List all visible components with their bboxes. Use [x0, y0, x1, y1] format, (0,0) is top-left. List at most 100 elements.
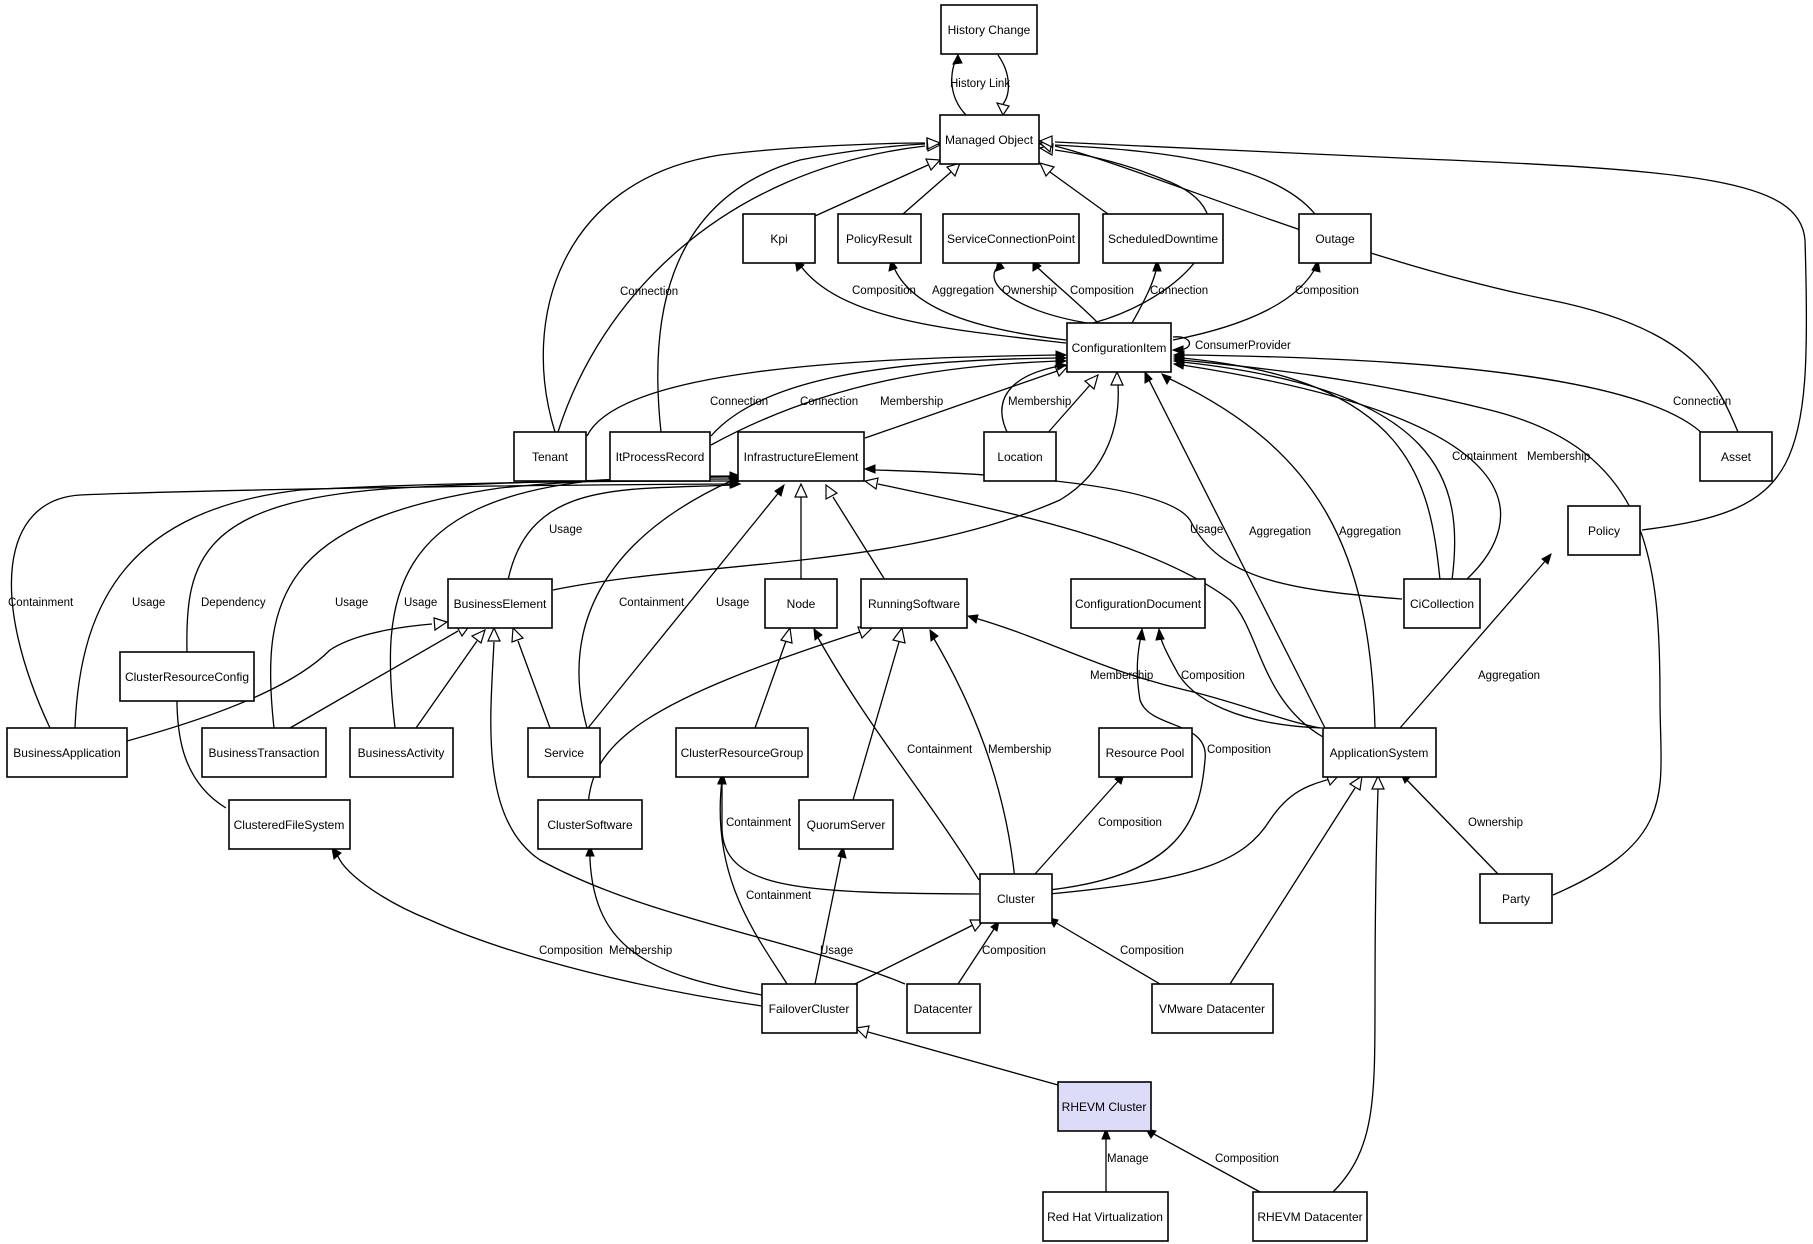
- class-node-service-connection-point[interactable]: ServiceConnectionPoint: [942, 213, 1080, 264]
- svg-text:Cluster: Cluster: [997, 892, 1035, 906]
- class-node-history-change[interactable]: History Change: [940, 4, 1038, 55]
- class-node-cluster-resource-config[interactable]: ClusterResourceConfig: [119, 651, 255, 702]
- edge-clusterresourcegroup-to-node: [754, 640, 787, 729]
- svg-text:Red Hat Virtualization: Red Hat Virtualization: [1047, 1210, 1163, 1224]
- class-node-scheduled-downtime[interactable]: ScheduledDowntime: [1102, 213, 1224, 264]
- svg-text:RunningSoftware: RunningSoftware: [868, 597, 960, 611]
- edge-service-to-businesselement: [517, 640, 551, 729]
- edge-party-to-applicationsystem: [1404, 777, 1499, 875]
- arrow-head-filled: [1144, 370, 1153, 384]
- edge-label-usage: Usage: [549, 524, 582, 536]
- arrow-head-open: [433, 617, 449, 632]
- edge-label-composition: Composition: [539, 945, 603, 957]
- arrow-head-filled: [1101, 1127, 1111, 1140]
- edge-cicollection-to-configurationitem-membership: [1181, 364, 1502, 581]
- class-node-business-transaction[interactable]: BusinessTransaction: [201, 727, 327, 778]
- arrow-head-open: [891, 626, 906, 644]
- svg-text:ClusterResourceGroup: ClusterResourceGroup: [681, 746, 804, 760]
- class-node-vmware-datacenter[interactable]: VMware Datacenter: [1151, 983, 1274, 1034]
- svg-text:Kpi: Kpi: [770, 232, 787, 246]
- svg-text:InfrastructureElement: InfrastructureElement: [744, 450, 859, 464]
- edge-asset-to-configurationitem: [1181, 354, 1706, 437]
- edge-outage-to-managed-object: [1054, 144, 1316, 215]
- edge-applicationsystem-to-configurationitem-aggregation: [1147, 377, 1326, 729]
- svg-text:Node: Node: [787, 597, 816, 611]
- class-node-asset[interactable]: Asset: [1699, 431, 1773, 482]
- class-node-managed-object[interactable]: Managed Object: [939, 114, 1040, 165]
- arrow-head-filled: [837, 845, 847, 859]
- edge-applicationsystem-to-configurationdocument: [1159, 634, 1323, 729]
- class-node-business-application[interactable]: BusinessApplication: [6, 727, 128, 778]
- edge-label-connection: Connection: [1673, 396, 1731, 408]
- class-node-business-activity[interactable]: BusinessActivity: [349, 727, 454, 778]
- class-node-ci-collection[interactable]: CiCollection: [1403, 578, 1481, 629]
- class-node-failover-cluster[interactable]: FailoverCluster: [761, 983, 858, 1034]
- class-node-configuration-item[interactable]: ConfigurationItem: [1066, 322, 1172, 373]
- edge-kpi-to-managed-object: [814, 164, 929, 217]
- svg-text:Outage: Outage: [1315, 232, 1355, 246]
- class-node-application-system[interactable]: ApplicationSystem: [1322, 727, 1437, 778]
- class-node-tenant[interactable]: Tenant: [513, 431, 587, 482]
- svg-text:ConfigurationItem: ConfigurationItem: [1072, 341, 1167, 355]
- class-node-it-process-record[interactable]: ItProcessRecord: [609, 431, 711, 482]
- arrow-head-filled: [863, 464, 876, 474]
- class-node-service[interactable]: Service: [527, 727, 601, 778]
- edge-applicationsystem-to-policy: [1399, 558, 1548, 729]
- class-node-outage[interactable]: Outage: [1298, 213, 1372, 264]
- class-node-clustered-file-system[interactable]: ClusteredFileSystem: [228, 799, 351, 850]
- edge-label-aggregation: Aggregation: [932, 285, 994, 297]
- edge-cluster-to-clusterresourcegroup: [721, 780, 980, 895]
- class-node-location[interactable]: Location: [983, 431, 1057, 482]
- svg-text:FailoverCluster: FailoverCluster: [769, 1002, 850, 1016]
- svg-text:BusinessElement: BusinessElement: [454, 597, 547, 611]
- svg-text:BusinessActivity: BusinessActivity: [358, 746, 445, 760]
- edge-rhevmcluster-to-failovercluster: [867, 1031, 1059, 1086]
- class-node-business-element[interactable]: BusinessElement: [447, 578, 553, 629]
- class-node-rhevm-datacenter[interactable]: RHEVM Datacenter: [1252, 1191, 1368, 1242]
- edge-label-aggregation: Aggregation: [1478, 670, 1540, 682]
- class-node-rhevm-cluster[interactable]: RHEVM Cluster: [1057, 1081, 1152, 1132]
- edge-label-containment: Containment: [1452, 451, 1518, 463]
- edge-label-ownership: Ownership: [1002, 285, 1057, 297]
- arrow-head-filled: [774, 483, 785, 497]
- class-node-node[interactable]: Node: [764, 578, 838, 629]
- svg-text:BusinessApplication: BusinessApplication: [13, 746, 120, 760]
- svg-text:Resource Pool: Resource Pool: [1106, 746, 1185, 760]
- svg-text:ServiceConnectionPoint: ServiceConnectionPoint: [947, 232, 1076, 246]
- edge-label-connection: Connection: [620, 286, 678, 298]
- edge-businesselement-to-configurationitem: [552, 384, 1119, 591]
- edge-label-composition: Composition: [1120, 945, 1184, 957]
- class-node-cluster-resource-group[interactable]: ClusterResourceGroup: [675, 727, 809, 778]
- class-node-policy[interactable]: Policy: [1567, 505, 1641, 556]
- edge-datacenter-to-businesselement: [490, 641, 906, 985]
- edge-itprocessrecord-to-managed-object: [657, 143, 926, 433]
- svg-text:QuorumServer: QuorumServer: [807, 818, 886, 832]
- class-node-running-software[interactable]: RunningSoftware: [860, 578, 968, 629]
- class-node-cluster-software[interactable]: ClusterSoftware: [537, 799, 643, 850]
- class-node-cluster[interactable]: Cluster: [979, 873, 1053, 924]
- edge-label-composition: Composition: [852, 285, 916, 297]
- svg-text:Service: Service: [544, 746, 584, 760]
- arrow-head-filled: [1541, 552, 1552, 565]
- class-node-party[interactable]: Party: [1479, 873, 1553, 924]
- class-node-datacenter[interactable]: Datacenter: [906, 983, 981, 1034]
- edge-label-connection: Connection: [1150, 285, 1208, 297]
- class-node-configuration-document[interactable]: ConfigurationDocument: [1070, 578, 1206, 629]
- arrow-head-open: [1371, 774, 1385, 790]
- edge-businessactivity-to-businesselement: [415, 640, 478, 729]
- edge-label-containment: Containment: [619, 597, 685, 609]
- edge-policy-to-managed-object: [1054, 141, 1808, 531]
- edge-label-containment: Containment: [746, 890, 812, 902]
- class-node-policy-result[interactable]: PolicyResult: [837, 213, 922, 264]
- svg-text:History Change: History Change: [948, 23, 1031, 37]
- class-node-quorum-server[interactable]: QuorumServer: [798, 799, 894, 850]
- class-node-resource-pool[interactable]: Resource Pool: [1098, 727, 1193, 778]
- class-node-kpi[interactable]: Kpi: [742, 213, 816, 264]
- class-node-infrastructure-element[interactable]: InfrastructureElement: [737, 431, 865, 482]
- arrow-head-filled: [1161, 373, 1172, 386]
- svg-text:Managed Object: Managed Object: [945, 133, 1034, 147]
- edge-label-containment: Containment: [907, 744, 973, 756]
- edge-label-ownership: Ownership: [1468, 817, 1523, 829]
- class-node-red-hat-virtualization[interactable]: Red Hat Virtualization: [1042, 1191, 1169, 1242]
